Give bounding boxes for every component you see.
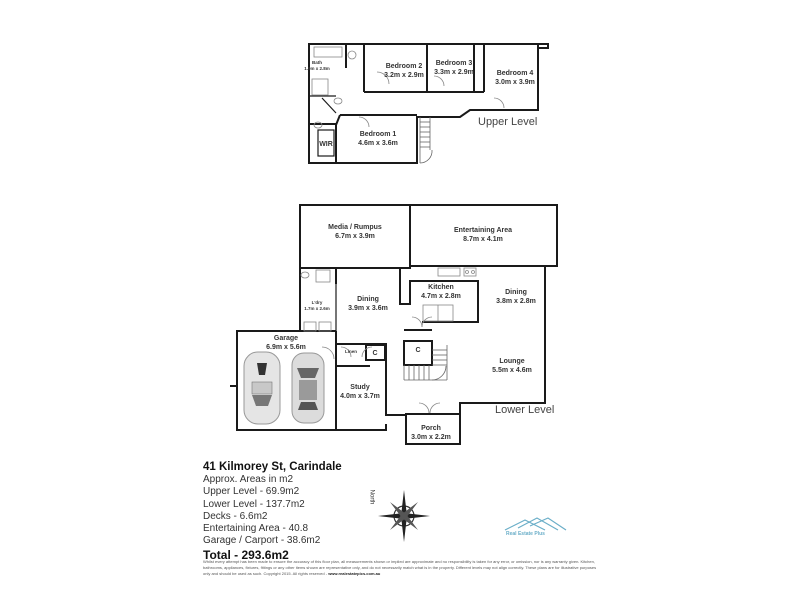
upper-level-label: Upper Level xyxy=(478,116,538,128)
lower-level-fixtures xyxy=(300,267,477,414)
area-line: Entertaining Area - 40.8 xyxy=(203,523,309,535)
lower-level-label: Lower Level xyxy=(495,404,555,416)
website-link[interactable]: www.realestatepics.com.au xyxy=(328,571,381,576)
upper-level-fixtures xyxy=(311,46,505,164)
area-line: Garage / Carport - 38.6m2 xyxy=(203,535,321,547)
upper-level-walls xyxy=(308,43,549,164)
room-wir: WIR xyxy=(319,141,333,148)
property-address: 41 Kilmorey St, Carindale xyxy=(203,461,342,473)
car-icon-left xyxy=(243,351,281,425)
area-line: Upper Level - 69.9m2 xyxy=(203,486,300,498)
room-linen: Linen xyxy=(345,349,357,354)
logo-text: Real Estate Plus xyxy=(506,531,545,537)
area-line: Decks - 6.6m2 xyxy=(203,510,268,522)
disclaimer-text: Whilst every attempt has been made to en… xyxy=(203,559,597,576)
area-line: Approx. Areas in m2 xyxy=(203,474,294,485)
room-cupboard-1: C xyxy=(372,350,378,357)
area-line: Lower Level - 137.7m2 xyxy=(203,498,305,510)
disclaimer: Whilst every attempt has been made to en… xyxy=(203,559,598,577)
compass-rose-icon xyxy=(378,490,430,542)
lower-level-walls xyxy=(230,204,558,445)
car-icon-right xyxy=(291,352,325,424)
north-label: North xyxy=(368,489,375,505)
room-cupboard-2: C xyxy=(415,347,421,354)
logo-icon xyxy=(504,517,567,531)
area-summary: 41 Kilmorey St, Carindale Approx. Areas … xyxy=(203,460,342,562)
total-area: Total - 293.6m2 xyxy=(203,547,289,562)
